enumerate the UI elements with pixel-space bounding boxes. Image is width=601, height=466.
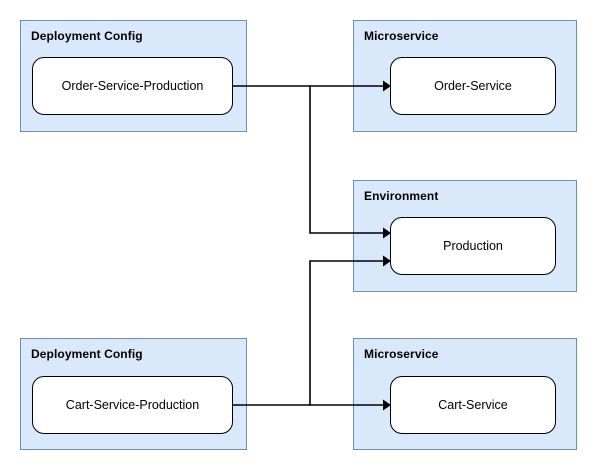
node-cart-service-production[interactable]: Cart-Service-Production	[32, 376, 233, 434]
group-title-microservice-order: Microservice	[364, 29, 439, 43]
node-cart-service[interactable]: Cart-Service	[390, 376, 556, 434]
node-order-service[interactable]: Order-Service	[390, 57, 556, 115]
group-title-deployment-config-cart: Deployment Config	[31, 347, 143, 361]
node-production[interactable]: Production	[390, 217, 556, 275]
node-order-service-production[interactable]: Order-Service-Production	[32, 57, 233, 115]
group-title-environment-production: Environment	[364, 189, 439, 203]
node-label-order-service-production: Order-Service-Production	[61, 78, 204, 93]
group-title-microservice-cart: Microservice	[364, 347, 439, 361]
node-label-order-service: Order-Service	[434, 78, 512, 93]
node-label-cart-service-production: Cart-Service-Production	[65, 397, 200, 412]
node-label-cart-service: Cart-Service	[438, 397, 508, 412]
node-label-production: Production	[443, 238, 503, 253]
group-title-deployment-config-order: Deployment Config	[31, 29, 143, 43]
